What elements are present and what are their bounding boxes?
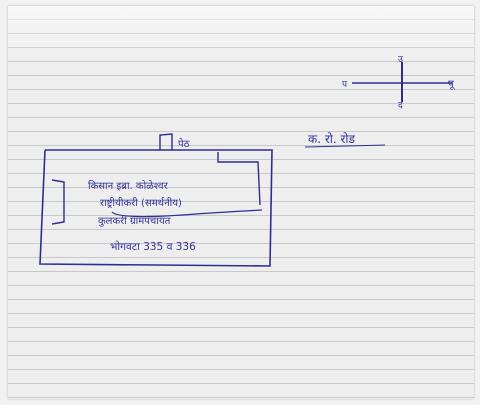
text-bracket bbox=[111, 209, 263, 218]
road-label: क. रो. रोड bbox=[308, 132, 355, 146]
plot-boundary bbox=[39, 149, 273, 267]
compass-west-label: प bbox=[342, 80, 348, 90]
plot-top-notch bbox=[159, 133, 173, 150]
ruled-paper bbox=[8, 6, 474, 399]
east-box-label: पेठ bbox=[178, 139, 190, 150]
plot-right-box bbox=[217, 152, 261, 206]
plot-text-line-1: किसान इब्रा. कोळेश्वर bbox=[88, 181, 168, 192]
plot-survey-number: भोगवटा 335 व 336 bbox=[110, 241, 196, 253]
compass-south-label: द bbox=[398, 101, 403, 111]
compass-north-label: उ bbox=[398, 55, 403, 65]
plot-left-bracket bbox=[51, 179, 65, 225]
plot-text-line-2: राष्ट्रीयीकरी (समर्थनीय) bbox=[100, 198, 182, 209]
compass-east-label: पू bbox=[448, 79, 454, 90]
plot-text-line-3: कुलकरी ग्रामपंचायत bbox=[98, 216, 171, 227]
paper-shading bbox=[8, 6, 474, 66]
road-label-underline bbox=[304, 144, 386, 148]
